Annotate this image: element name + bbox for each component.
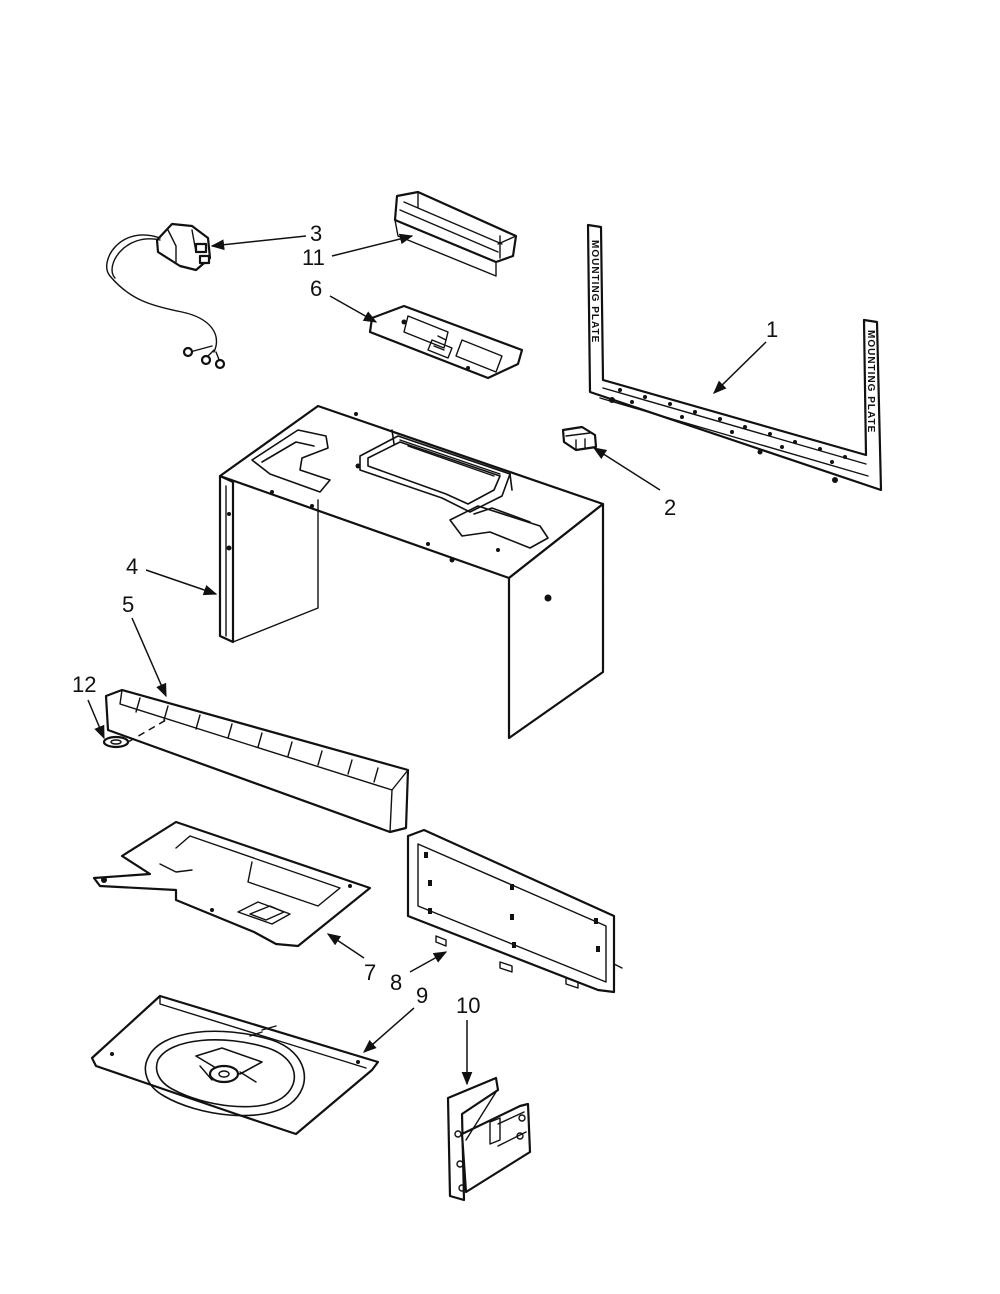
side-bracket-part[interactable] [446, 1076, 532, 1202]
callout-3: 3 [310, 221, 322, 246]
callout-10: 10 [456, 993, 480, 1018]
callout-11: 11 [302, 245, 325, 270]
callout-1: 1 [766, 317, 778, 342]
power-cord-part[interactable] [106, 222, 226, 370]
callout-9: 9 [416, 983, 428, 1008]
control-bracket-part[interactable] [368, 304, 524, 380]
callout-8: 8 [390, 970, 402, 995]
bottom-plate-part[interactable] [92, 820, 372, 948]
mounting-plate-label-left: MOUNTING PLATE [589, 240, 600, 343]
grille-channel-part[interactable] [104, 688, 410, 834]
callout-6: 6 [310, 276, 322, 301]
vent-damper-part[interactable] [393, 190, 518, 277]
mounting-plate-part[interactable]: MOUNTING PLATE MOUNTING PLATE [586, 223, 883, 492]
callout-5: 5 [122, 592, 134, 617]
cabinet-wrapper-part[interactable] [218, 404, 605, 740]
leader-lines [87, 233, 767, 1086]
callout-2: 2 [664, 495, 676, 520]
back-panel-part[interactable] [406, 828, 623, 994]
callout-4: 4 [126, 554, 138, 579]
callout-12: 12 [72, 672, 96, 697]
callout-labels: 3 11 6 1 2 4 5 12 7 8 9 10 [72, 221, 778, 1018]
base-plate-part[interactable] [90, 994, 380, 1136]
callout-7: 7 [364, 960, 376, 985]
washer-part[interactable] [102, 735, 130, 749]
clip-part[interactable] [561, 425, 598, 452]
mounting-plate-label-right: MOUNTING PLATE [865, 330, 876, 433]
